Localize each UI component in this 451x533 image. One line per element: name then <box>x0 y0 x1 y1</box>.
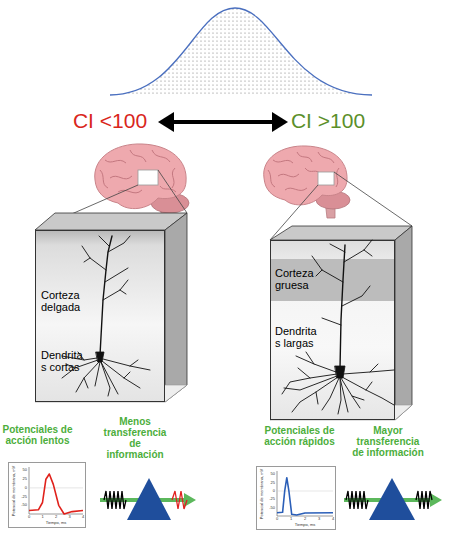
iq-label: CI >100 <box>280 109 376 132</box>
y-tick-label: 25 <box>17 477 27 481</box>
graph-plot <box>9 463 87 529</box>
flow-arrow <box>344 498 432 502</box>
transfer-left <box>100 478 196 520</box>
x-tick-label: 0 <box>276 517 278 521</box>
axis-title: Potencial de membrana, mV <box>12 465 16 515</box>
y-tick-label: 50 <box>265 472 275 476</box>
cortex-block: Corteza delgadaDendrita s cortas <box>35 230 165 402</box>
dendrite-label: Dendrita s largas <box>275 325 325 349</box>
iq-label: CI <100 <box>62 109 158 132</box>
y-tick-label: -50 <box>265 506 275 510</box>
leader-line <box>270 185 318 240</box>
callout-rect <box>318 172 334 185</box>
flow-arrow-head <box>430 493 442 507</box>
caption-label: Mayor transferencia de información <box>352 425 424 458</box>
x-tick-label: 2 <box>55 515 57 519</box>
cube-top-face <box>270 226 412 240</box>
leader-line <box>35 185 138 230</box>
arrow-head <box>158 112 174 132</box>
neuron-triangle <box>127 478 171 520</box>
axis-title: Tiempo, ms <box>46 521 67 525</box>
axis-title: Tiempo, ms <box>295 523 316 527</box>
axis-title: Potencial de membrana, mV <box>260 468 264 518</box>
apical-dendrite <box>340 245 345 368</box>
bell-curve-fill <box>110 8 372 95</box>
dendrite-branches <box>82 236 130 300</box>
soma <box>96 352 104 362</box>
cube-side-face <box>165 213 187 402</box>
x-tick-label: 3 <box>318 517 320 521</box>
brain-stem <box>160 204 170 222</box>
arrow-head <box>272 112 288 132</box>
x-tick-label: 3 <box>69 515 71 519</box>
basal-dendrites <box>282 352 394 414</box>
cortex-block: Corteza gruesaDendrita s largas <box>270 240 395 420</box>
y-tick-label: 50 <box>17 468 27 472</box>
graph-panel: Potencial de membrana, mV50 25 0 -25 -50 0 1 2 3… <box>8 462 86 528</box>
dendrite-label: Dendrita s cortas <box>41 349 91 373</box>
caption-label: Potenciales de acción rápidos <box>262 425 337 447</box>
spike-train <box>416 491 432 509</box>
cube-side-face <box>395 226 412 420</box>
x-tick-label: 4 <box>82 515 84 519</box>
brain-left <box>35 144 189 230</box>
caption-label: Menos transferencia de información <box>100 416 170 460</box>
neuron-right <box>282 240 394 414</box>
y-tick-label: 0 <box>265 489 275 493</box>
leader-line <box>158 170 187 213</box>
brain-stem <box>325 200 335 218</box>
x-tick-label: 0 <box>28 515 30 519</box>
y-tick-label: -25 <box>265 497 275 501</box>
cerebellum <box>151 193 189 213</box>
brain-gyri <box>268 152 339 190</box>
spike-train <box>346 491 368 509</box>
action-potential-curve <box>277 478 333 515</box>
y-tick-label: 25 <box>265 481 275 485</box>
cerebrum <box>264 146 347 205</box>
zero-gridline <box>29 487 83 488</box>
y-tick-label: -25 <box>17 495 27 499</box>
double-arrow <box>158 112 288 132</box>
graph-axes <box>29 467 83 514</box>
brain-gyri <box>100 150 176 193</box>
cube-top-face <box>35 213 187 230</box>
bell-curve <box>110 8 372 95</box>
y-tick-label: 0 <box>17 486 27 490</box>
caption-label: Potenciales de acción lentos <box>0 424 75 446</box>
y-tick-label: -50 <box>17 503 27 507</box>
cortex-label: Corteza delgada <box>41 289 96 313</box>
cerebrum <box>95 144 186 209</box>
x-tick-label: 4 <box>332 517 334 521</box>
neuron-triangle <box>369 478 415 520</box>
graph-axes <box>277 471 333 516</box>
flow-arrow-head <box>184 493 196 507</box>
x-tick-label: 1 <box>290 517 292 521</box>
flow-arrow <box>100 498 186 502</box>
brain-right <box>264 146 412 240</box>
arrow-shaft <box>170 120 276 124</box>
dendrite-branches <box>312 240 372 325</box>
leader-line <box>334 172 412 226</box>
graph-plot <box>257 467 337 531</box>
basal-dendrites <box>62 352 150 396</box>
x-tick-label: 2 <box>304 517 306 521</box>
graph-panel: Potencial de membrana, mV50 25 0 -25 -50 0 1 2 3… <box>256 466 336 530</box>
spike-train <box>172 491 187 509</box>
transfer-right <box>344 478 442 520</box>
cortex-label: Corteza gruesa <box>275 267 330 291</box>
x-tick-label: 1 <box>42 515 44 519</box>
apical-dendrite <box>100 236 112 355</box>
neuron-left <box>62 236 150 396</box>
callout-rect <box>138 170 158 185</box>
spike-train <box>104 491 126 509</box>
cerebellum <box>316 191 350 209</box>
soma <box>335 366 345 378</box>
action-potential-curve <box>29 474 83 514</box>
